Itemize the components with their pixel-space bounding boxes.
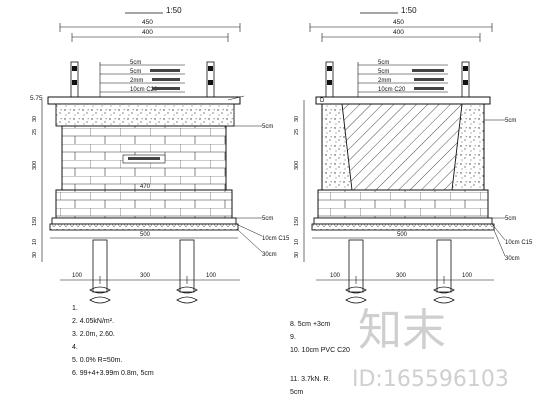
svg-text:25: 25 bbox=[294, 129, 300, 135]
right-dim-b2: 300 bbox=[396, 273, 407, 279]
svg-text:5cm: 5cm bbox=[262, 216, 273, 222]
left-dim-500: 500 bbox=[140, 232, 151, 238]
svg-text:5cm: 5cm bbox=[262, 124, 273, 130]
svg-text:30cm: 30cm bbox=[505, 256, 520, 262]
left-gravel-layer bbox=[49, 223, 239, 231]
svg-text:300: 300 bbox=[32, 161, 38, 170]
left-dim-b3: 100 bbox=[206, 273, 217, 279]
left-layer-labels: 5cm 5cm 2mm 10cm C20 bbox=[99, 60, 185, 100]
left-dim-b2: 300 bbox=[140, 273, 151, 279]
note-left-1: 1. bbox=[72, 305, 78, 312]
right-foundation-masonry bbox=[317, 189, 489, 219]
svg-text:30: 30 bbox=[32, 116, 38, 122]
left-cushion-layer bbox=[51, 217, 237, 225]
left-dim-450: 450 bbox=[142, 19, 153, 26]
note-left-4: 4. bbox=[72, 344, 78, 351]
left-scale: 1:50 bbox=[166, 6, 182, 15]
note-right-11: 11. 3.7kN. R. bbox=[290, 376, 330, 383]
left-piles bbox=[89, 239, 198, 304]
right-marker: D bbox=[320, 98, 325, 104]
left-cross-section: 1:50 450 400 5cm 5cm 2mm 10cm C20 bbox=[30, 6, 290, 304]
right-piles bbox=[345, 239, 455, 304]
right-cushion-layer bbox=[313, 217, 493, 225]
left-foundation-masonry bbox=[55, 189, 233, 219]
svg-text:5cm: 5cm bbox=[505, 216, 516, 222]
note-left-6: 6. 99+4+3.99m 0.8m, 5cm bbox=[72, 370, 154, 377]
right-dim-400: 400 bbox=[393, 29, 404, 36]
watermark-brand: 知末 bbox=[358, 305, 446, 356]
right-layer-4: 10cm C20 bbox=[378, 87, 406, 93]
svg-text:10: 10 bbox=[294, 239, 300, 245]
right-cross-section: 1:50 450 400 5cm 5cm 2mm 10cm C20 bbox=[294, 6, 533, 304]
svg-text:30: 30 bbox=[32, 252, 38, 258]
right-dim-500: 500 bbox=[397, 232, 408, 238]
left-dim-b1: 100 bbox=[72, 273, 83, 279]
note-left-5: 5. 0.0% R=50m. bbox=[72, 357, 122, 364]
watermark-id: ID:165596103 bbox=[352, 367, 509, 392]
note-right-8: 8. 5cm +3cm bbox=[290, 321, 330, 328]
right-dim-b1: 100 bbox=[330, 273, 341, 279]
notes-left: 1. 2. 4.05kN/m². 3. 2.0m, 2.60. 4. 5. 0.… bbox=[72, 305, 154, 377]
svg-text:25: 25 bbox=[32, 129, 38, 135]
svg-text:300: 300 bbox=[294, 161, 300, 170]
notes-right: 8. 5cm +3cm 9. 10. 10cm PVC C20 11. 3.7k… bbox=[290, 321, 350, 396]
svg-text:30cm: 30cm bbox=[262, 252, 277, 258]
left-deck-concrete bbox=[55, 103, 235, 127]
right-layer-3: 2mm bbox=[378, 78, 391, 84]
left-dim-400: 400 bbox=[142, 29, 153, 36]
note-right-11b: 5cm bbox=[290, 389, 303, 396]
left-layer-4: 10cm C20 bbox=[130, 87, 158, 93]
left-layer-1: 5cm bbox=[130, 60, 141, 66]
right-layer-labels: 5cm 5cm 2mm 10cm C20 bbox=[357, 60, 448, 100]
left-layer-3: 2mm bbox=[130, 78, 143, 84]
svg-text:30: 30 bbox=[294, 116, 300, 122]
note-right-10: 10. 10cm PVC C20 bbox=[290, 347, 350, 354]
right-scale: 1:50 bbox=[401, 6, 417, 15]
right-dim-450: 450 bbox=[393, 19, 404, 26]
svg-text:10cm C15: 10cm C15 bbox=[505, 240, 533, 246]
right-dim-b3: 100 bbox=[462, 273, 473, 279]
svg-text:10: 10 bbox=[32, 239, 38, 245]
right-side-dims: 30 25 300 150 10 30 bbox=[294, 116, 300, 258]
note-right-9: 9. bbox=[290, 334, 296, 341]
left-layer-2: 5cm bbox=[130, 69, 141, 75]
watermark: 知末 ID:165596103 bbox=[352, 305, 509, 392]
left-callouts: 5cm 5cm 10cm C15 30cm bbox=[232, 124, 290, 258]
right-gravel-layer bbox=[311, 223, 495, 231]
svg-text:5cm: 5cm bbox=[505, 118, 516, 124]
note-left-2: 2. 4.05kN/m². bbox=[72, 318, 114, 325]
left-dim-470: 470 bbox=[140, 184, 151, 190]
svg-text:10cm C15: 10cm C15 bbox=[262, 236, 290, 242]
right-layer-2: 5cm bbox=[378, 69, 389, 75]
svg-text:30: 30 bbox=[294, 252, 300, 258]
note-left-3: 3. 2.0m, 2.60. bbox=[72, 331, 115, 338]
left-elevation: 5.75 bbox=[30, 95, 43, 102]
right-fill-core bbox=[341, 103, 463, 191]
right-layer-1: 5cm bbox=[378, 60, 389, 66]
svg-text:150: 150 bbox=[32, 217, 38, 226]
left-side-dims: 30 25 300 150 10 30 bbox=[32, 116, 38, 258]
right-callouts: 5cm 5cm 10cm C15 30cm bbox=[484, 118, 533, 262]
svg-text:150: 150 bbox=[294, 217, 300, 226]
left-deck-top bbox=[47, 96, 241, 105]
right-deck-top bbox=[315, 96, 491, 105]
